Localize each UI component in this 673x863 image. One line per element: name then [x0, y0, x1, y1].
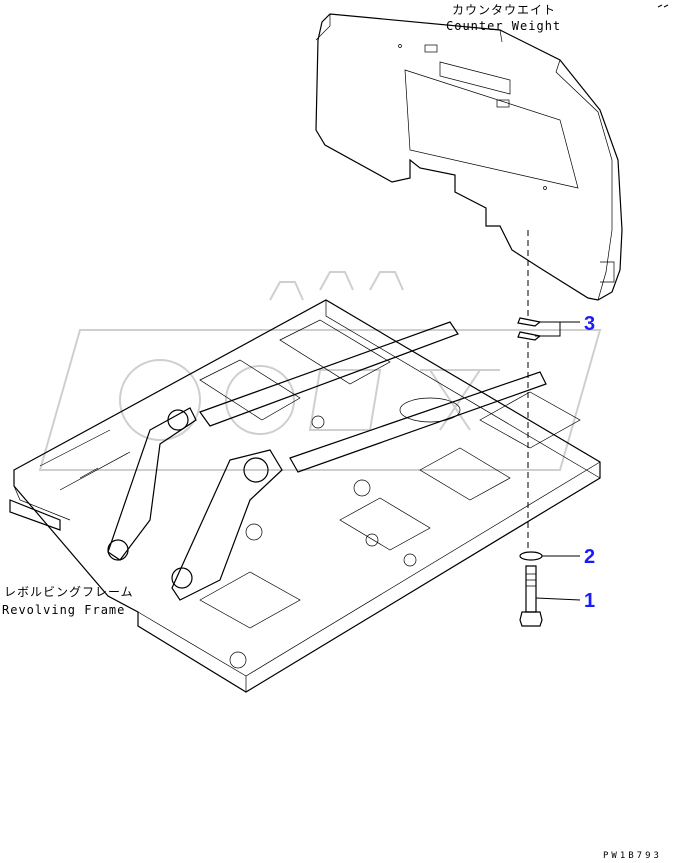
plate-parts: [517, 317, 542, 341]
counter-weight: [315, 13, 623, 301]
washer-part: [519, 551, 543, 561]
revolving-frame: [9, 299, 601, 693]
callout-item-3: 3: [584, 313, 595, 335]
corner-mark: [657, 4, 669, 8]
drawing-code: PW1B793: [603, 851, 662, 861]
leader-line-1: [535, 597, 581, 601]
callout-item-2: 2: [584, 546, 595, 568]
revolving-frame-label-en: Revolving Frame: [2, 603, 125, 617]
counter-weight-label-jp: カウンタウエイト: [452, 3, 556, 17]
callout-item-1: 1: [584, 590, 595, 612]
bolt-part: [519, 565, 543, 627]
counter-weight-label-en: Counter Weight: [446, 19, 561, 33]
leader-line-3: [535, 321, 580, 337]
revolving-frame-label-jp: レボルビングフレーム: [4, 585, 134, 599]
